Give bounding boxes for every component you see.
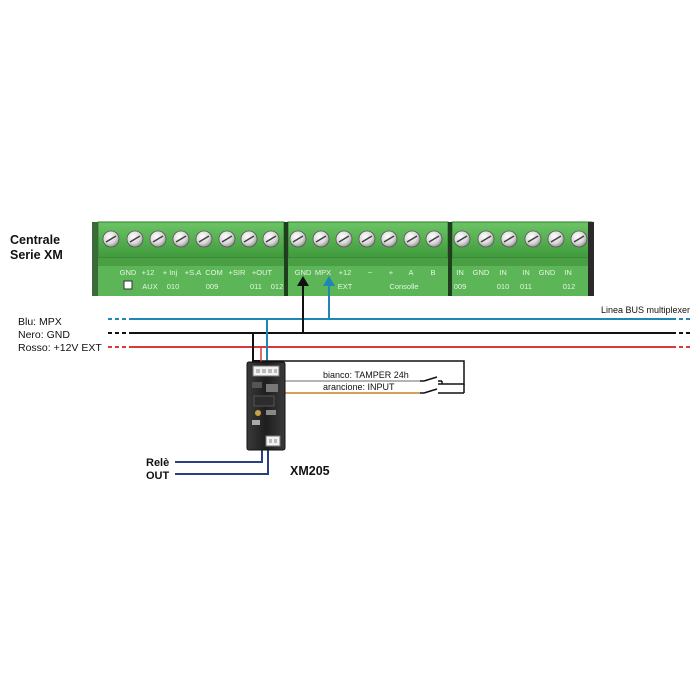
- screw-slot-icon: [175, 235, 187, 243]
- terminal-label: + Inj: [163, 268, 178, 277]
- relay-label-2: OUT: [146, 470, 170, 482]
- terminal-label: IN: [522, 268, 530, 277]
- screw-slot-icon: [573, 235, 585, 243]
- relay-wire-1: [175, 448, 263, 463]
- terminal-board: GND +12 + Inj +S.A COM +SIR +OUT AUX 010 009 011 01…: [92, 221, 594, 296]
- terminal-label: +OUT: [252, 268, 273, 277]
- terminal-label: 009: [206, 282, 219, 291]
- screw-slot-icon: [105, 235, 117, 243]
- screw-slot-icon: [265, 235, 277, 243]
- terminal-label: COM: [205, 268, 223, 277]
- terminal-label: Consolle: [389, 282, 418, 291]
- terminal-label: EXT: [338, 282, 353, 291]
- terminal-label: IN: [456, 268, 464, 277]
- tamper-contact: [420, 376, 443, 384]
- blue-wire-label: Blu: MPX: [18, 316, 62, 328]
- terminal-label: 010: [167, 282, 180, 291]
- screw-slot-icon: [243, 235, 255, 243]
- black-wire-label: Nero: GND: [18, 329, 70, 341]
- relay-wire-2: [175, 448, 269, 475]
- terminal-label: 011: [250, 282, 262, 291]
- screw-slot-icon: [292, 235, 304, 243]
- screw-slot-icon: [221, 235, 233, 243]
- module-name: XM205: [290, 464, 330, 478]
- terminal-label: AUX: [142, 282, 157, 291]
- module-bottom-connector: [265, 435, 281, 447]
- terminal-label: +S.A: [185, 268, 201, 277]
- input-label: arancione: INPUT: [323, 382, 395, 392]
- terminal-label: +12: [339, 268, 352, 277]
- terminal-label: A: [408, 268, 413, 277]
- red-wire-label: Rosso: +12V EXT: [18, 342, 102, 354]
- terminal-label: +12: [142, 268, 155, 277]
- terminal-label: GND: [473, 268, 490, 277]
- screw-slot-icon: [456, 235, 468, 243]
- screw-slot-icon: [406, 235, 418, 243]
- screw-slot-icon: [428, 235, 440, 243]
- screw-slot-icon: [550, 235, 562, 243]
- terminal-label: 012: [271, 282, 284, 291]
- terminal-label: 009: [454, 282, 467, 291]
- terminal-label: 010: [497, 282, 510, 291]
- terminal-label: −: [368, 268, 373, 277]
- screw-slot-icon: [383, 235, 395, 243]
- bus-wires: [108, 318, 692, 348]
- terminal-label: 011: [520, 282, 532, 291]
- title-line-2: Serie XM: [10, 248, 63, 262]
- module-wires: [175, 319, 465, 475]
- mpx-arrow-icon: [323, 276, 335, 286]
- terminal-label: IN: [499, 268, 507, 277]
- terminal-connection-arrows: [297, 276, 335, 333]
- screw-slot-icon: [129, 235, 141, 243]
- screw-slot-icon: [315, 235, 327, 243]
- relay-label-1: Relè: [146, 457, 169, 469]
- terminal-label: GND: [120, 268, 137, 277]
- bus-label: Linea BUS multiplexer: [601, 305, 690, 315]
- terminal-label: MPX: [315, 268, 331, 277]
- input-contact: [420, 384, 465, 394]
- screw-slot-icon: [503, 235, 515, 243]
- terminal-label: IN: [564, 268, 572, 277]
- terminal-label: +: [389, 268, 394, 277]
- title-line-1: Centrale: [10, 233, 60, 247]
- screw-slot-icon: [361, 235, 373, 243]
- terminal-label: GND: [539, 268, 556, 277]
- gnd-marker-icon: [123, 280, 133, 290]
- terminal-block-3: [451, 221, 593, 259]
- terminal-label: 012: [563, 282, 576, 291]
- screw-slot-icon: [152, 235, 164, 243]
- gnd-arrow-icon: [297, 276, 309, 286]
- screw-slot-icon: [527, 235, 539, 243]
- terminal-label: B: [430, 268, 435, 277]
- terminal-label: +SIR: [229, 268, 246, 277]
- terminal-label: GND: [295, 268, 312, 277]
- tamper-label: bianco: TAMPER 24h: [323, 370, 409, 380]
- screw-slot-icon: [480, 235, 492, 243]
- screw-slot-icon: [338, 235, 350, 243]
- screw-slot-icon: [198, 235, 210, 243]
- xm205-module: [246, 361, 286, 451]
